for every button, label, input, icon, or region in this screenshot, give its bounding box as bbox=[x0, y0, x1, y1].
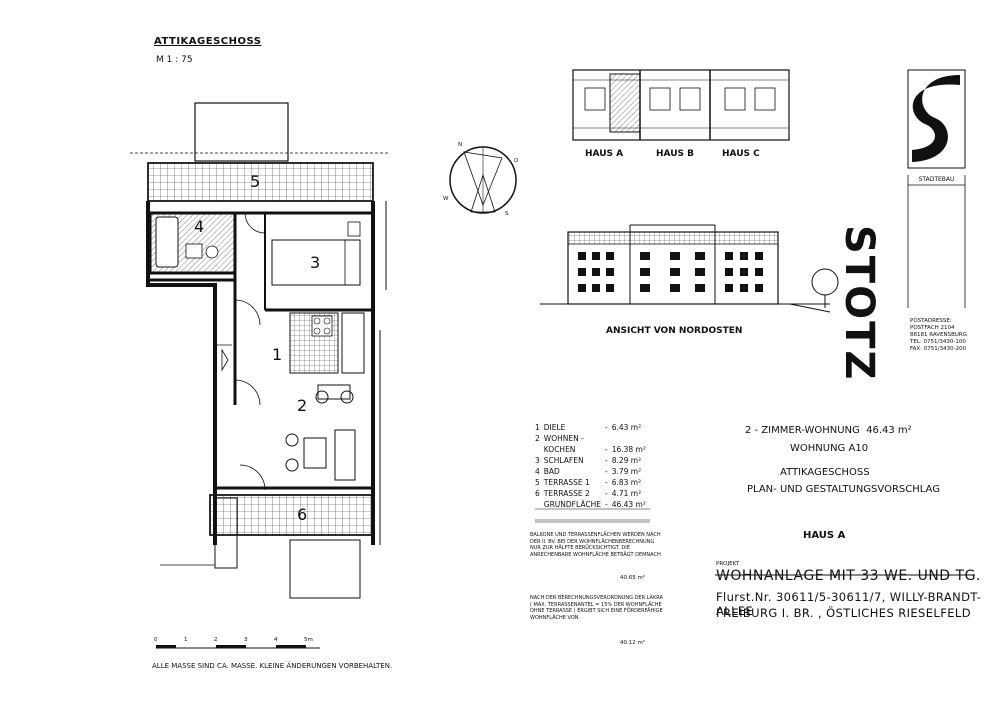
compass-o: O bbox=[514, 158, 519, 164]
plan-scale: M 1 : 75 bbox=[156, 55, 193, 65]
elevation-title: ANSICHT VON NORDOSTEN bbox=[606, 326, 743, 336]
project-title: WOHNANLAGE MIT 33 WE. UND TG. bbox=[716, 568, 981, 584]
scale-tick-3: 3 bbox=[244, 637, 248, 643]
compass-n: N bbox=[458, 142, 463, 148]
unit-house: HAUS A bbox=[803, 530, 846, 541]
room-number-2: 2 bbox=[297, 396, 308, 415]
room-number-4: 4 bbox=[194, 217, 205, 236]
house-a-label: HAUS A bbox=[585, 149, 624, 159]
project-label: PROJEKT bbox=[716, 561, 740, 567]
compass-s: S bbox=[505, 211, 509, 217]
house-c-label: HAUS C bbox=[722, 149, 760, 159]
note-2: NACH DER BERECHNUNGSVERORDNUNG DER LAKRA… bbox=[530, 595, 663, 621]
note-1: BALKONE UND TERRASSENFLÄCHEN WERDEN NACH… bbox=[530, 532, 661, 558]
project-flurst: Flurst.Nr. 30611/5-30611/7, WILLY-BRANDT… bbox=[716, 590, 982, 618]
room-number-5: 5 bbox=[250, 172, 261, 191]
room-number-6: 6 bbox=[297, 505, 308, 524]
scale-tick-4: 4 bbox=[274, 637, 278, 643]
unit-type: 2 - ZIMMER-WOHNUNG 46.43 m² bbox=[745, 425, 912, 436]
house-b-label: HAUS B bbox=[656, 149, 695, 159]
scale-tick-5: 5m bbox=[304, 637, 313, 643]
room-number-1: 1 bbox=[272, 345, 283, 364]
company-logo: STOTZ bbox=[836, 225, 882, 382]
scale-tick-0: 0 bbox=[154, 637, 158, 643]
note-2-value: 40.12 m² bbox=[620, 640, 646, 646]
disclaimer: ALLE MASSE SIND CA. MASSE. KLEINE ÄNDERU… bbox=[152, 662, 393, 670]
unit-plan-type: PLAN- UND GESTALTUNGSVORSCHLAG bbox=[747, 484, 940, 495]
table-row: KOCHEN-16.38 m² bbox=[543, 445, 646, 454]
scale-tick-1: 1 bbox=[184, 637, 188, 643]
company-tagline: STADTEBAU bbox=[918, 176, 955, 183]
unit-name: WOHNUNG A10 bbox=[790, 443, 869, 454]
note-1-value: 40.65 m² bbox=[620, 575, 646, 581]
plan-title: ATTIKAGESCHOSS bbox=[154, 36, 262, 47]
scale-tick-2: 2 bbox=[214, 637, 218, 643]
table-row: GRUNDFLÄCHE-46.43 m² bbox=[543, 500, 646, 509]
unit-floor: ATTIKAGESCHOSS bbox=[780, 467, 870, 478]
room-number-3: 3 bbox=[310, 253, 321, 272]
compass-w: W bbox=[443, 196, 449, 202]
project-location: FREIBURG I. BR. , ÖSTLICHES RIESELFELD bbox=[716, 606, 971, 620]
company-address: POSTADRESSE: POSTFACH 2104 88181 RAVENSB… bbox=[910, 318, 967, 352]
